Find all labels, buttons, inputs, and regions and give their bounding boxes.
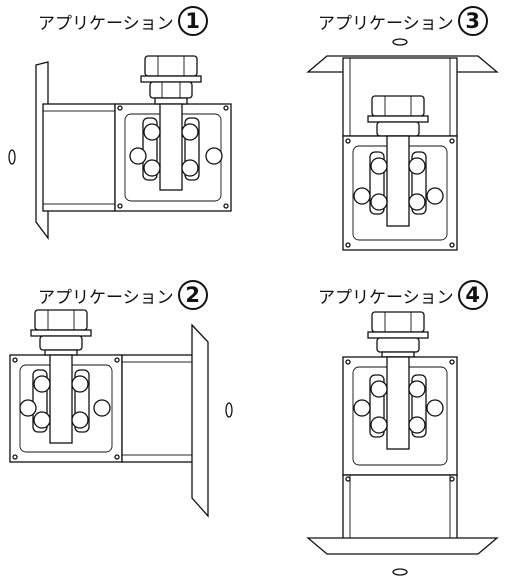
knob-right (426, 187, 444, 205)
application-3-title: アプリケーション 3 (318, 6, 488, 36)
sensor-stem (386, 356, 410, 450)
application-3-number: 3 (457, 6, 488, 36)
application-1-number: 1 (177, 6, 208, 36)
knob-left (129, 147, 147, 165)
cable-hole (392, 38, 408, 46)
hex-nut-top (34, 309, 88, 331)
application-1-diagram (8, 55, 232, 240)
application-2-label: アプリケーション (38, 287, 174, 308)
application-4-number: 4 (457, 280, 488, 310)
mounting-box (121, 354, 201, 463)
cable-hole (225, 402, 233, 418)
application-1-label: アプリケーション (38, 13, 174, 34)
application-4-title: アプリケーション 4 (318, 280, 488, 310)
knob-left (19, 399, 37, 417)
application-4-diagram (306, 311, 499, 576)
application-4-panel: アプリケーション 4 (300, 280, 507, 576)
hex-nut-top (371, 311, 425, 333)
knob-right (426, 399, 444, 417)
sensor-stem (49, 354, 73, 444)
hex-nut-lower (39, 335, 83, 351)
hex-nut-lower (149, 81, 193, 99)
knob-left (353, 399, 371, 417)
hex-nut-lower (376, 121, 420, 137)
application-4-label: アプリケーション (318, 287, 454, 308)
sensor-stem (159, 103, 183, 191)
application-2-title: アプリケーション 2 (38, 280, 208, 310)
knob-right (205, 147, 223, 165)
hex-nut-top (371, 95, 425, 117)
sensor-stem (386, 135, 410, 227)
mounting-box (42, 103, 116, 212)
application-3-diagram (306, 38, 499, 251)
hex-nut-top (144, 55, 198, 77)
application-1-title: アプリケーション 1 (38, 6, 208, 36)
application-3-label: アプリケーション (318, 13, 454, 34)
application-2-number: 2 (177, 280, 208, 310)
application-1-panel: アプリケーション 1 (0, 0, 250, 250)
hex-nut-lower (376, 337, 420, 353)
cable-hole (8, 149, 16, 165)
knob-left (353, 187, 371, 205)
flange-bottom (306, 537, 499, 555)
application-3-panel: アプリケーション 3 (300, 0, 507, 260)
knob-right (93, 399, 111, 417)
application-2-panel: アプリケーション 2 (0, 280, 260, 530)
flange-right (191, 323, 209, 518)
application-2-diagram (9, 309, 233, 518)
cable-hole (392, 568, 408, 576)
